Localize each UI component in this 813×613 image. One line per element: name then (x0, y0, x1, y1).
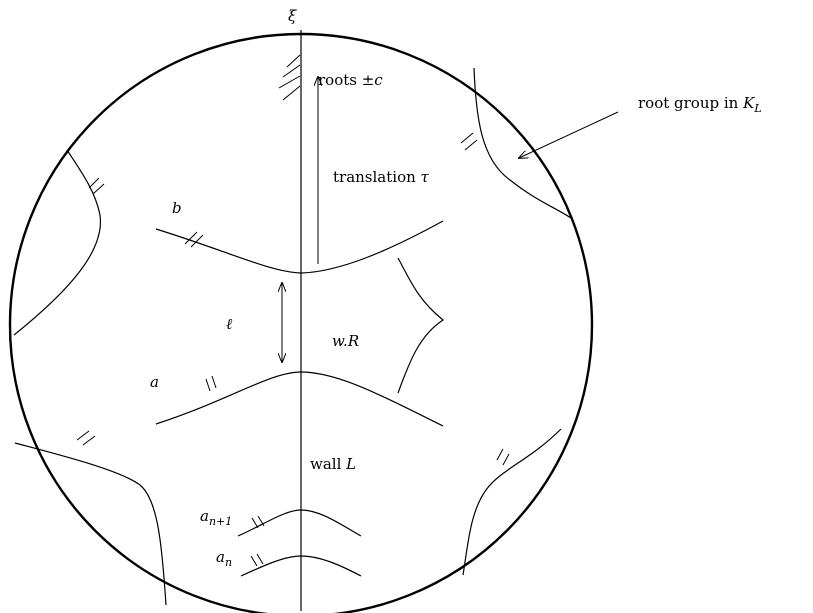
label-wR: w.R (332, 332, 359, 350)
root-group-curve-upper-right (473, 67, 572, 219)
geodesic-a-tick-marks (205, 375, 217, 392)
label-b: b (172, 199, 182, 217)
label-a: a (150, 373, 159, 391)
geodesic-a-n-plus-1 (237, 509, 362, 537)
geodesic-a-n-tick-marks (250, 553, 264, 567)
label-ell: ℓ (226, 315, 232, 333)
left-tick-marks (88, 177, 105, 195)
roots-tick-marks (278, 54, 301, 101)
root-group-pointer-arrow (519, 111, 619, 158)
boundary-curve-lower-left (14, 442, 167, 606)
geodesic-b-tick-marks (184, 231, 204, 248)
geodesic-a (155, 371, 444, 427)
geodesic-a-n-plus-1-tick-marks (251, 515, 265, 529)
label-root-group: root group in KL (638, 94, 762, 115)
label-a-n: an (216, 548, 232, 569)
geodesic-a-n (240, 555, 362, 577)
upper-right-tick-marks (460, 132, 478, 151)
wR-region-curve (397, 257, 445, 394)
boundary-curve-lower-right (462, 428, 562, 576)
boundary-curve-left (13, 149, 102, 336)
label-wall: wall L (310, 455, 356, 473)
label-a-n-plus-1: an+1 (200, 507, 232, 528)
lower-left-tick-marks (76, 430, 96, 446)
lower-right-tick-marks (496, 448, 510, 466)
label-translation: translation τ (333, 168, 430, 186)
geodesic-b (155, 220, 444, 274)
label-xi: ξ (288, 7, 297, 25)
label-roots: roots ±c (318, 71, 383, 89)
